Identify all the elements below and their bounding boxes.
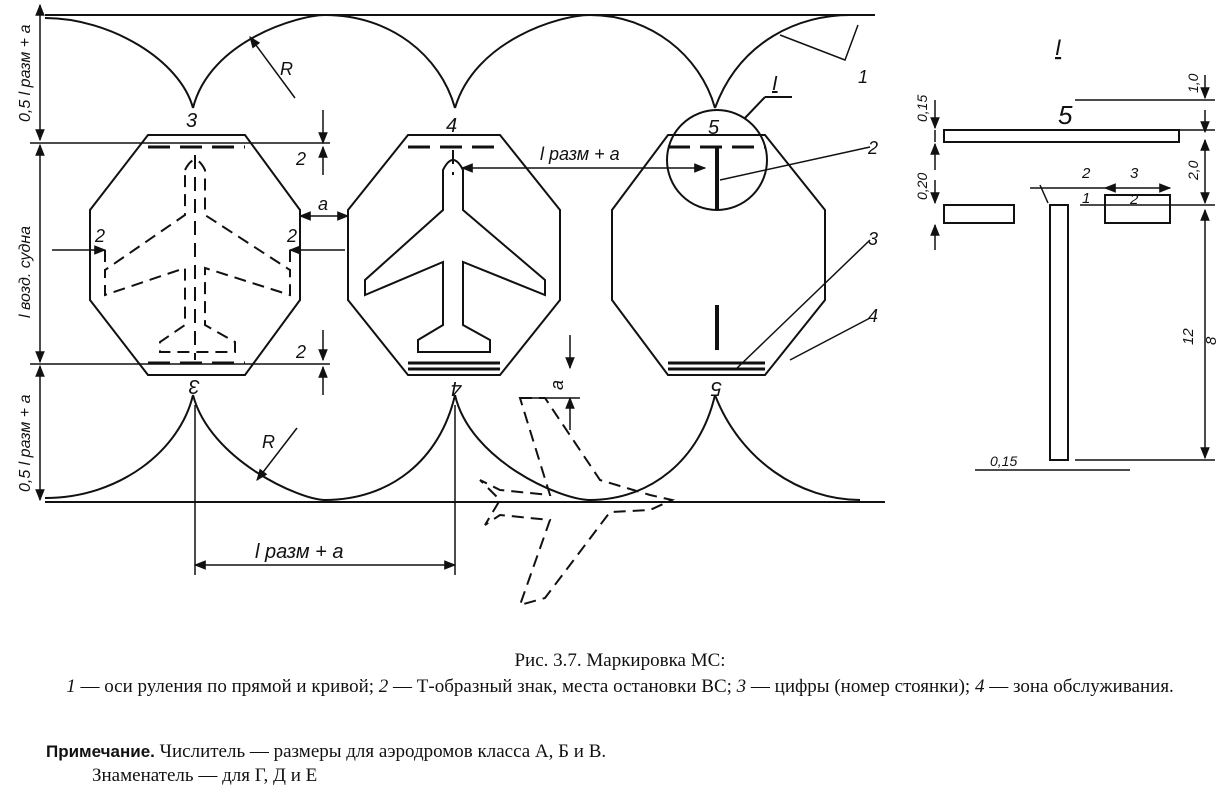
caption-text-2: — Т-образный знак, места остановки ВС; xyxy=(388,676,737,697)
detail-frac-2-den: 1 xyxy=(1082,190,1090,207)
detail-frac-12-num: 12 xyxy=(1180,328,1197,345)
detail-title: I xyxy=(1055,35,1061,60)
dim-l-plus-a-bottom: l разм + a xyxy=(255,541,344,563)
figure-caption-legend: 1 — оси руления по прямой и кривой; 2 — … xyxy=(40,676,1200,698)
dim-2-top: 2 xyxy=(295,149,306,169)
dim-2-left: 2 xyxy=(94,226,105,246)
detail-label-5: 5 xyxy=(1058,100,1073,130)
caption-text-3: — цифры (номер стоянки); xyxy=(746,676,975,697)
detail-dim-015-top: 0,15 xyxy=(914,95,930,122)
taxiing-aircraft xyxy=(479,397,676,607)
stand-number-3: 3 xyxy=(186,110,197,132)
callout-2: 2 xyxy=(867,138,878,158)
detail-frac-3-num: 3 xyxy=(1130,165,1139,182)
aircraft-solid xyxy=(364,159,546,353)
stop-lines xyxy=(148,145,765,371)
radius-label-top: R xyxy=(280,59,293,79)
stand-number-3-inverted: 3 xyxy=(189,375,200,397)
top-taxi-arcs xyxy=(44,13,851,109)
apron-marking-drawing: 3 4 5 3 4 5 1 2 3 4 I I R R a a 2 2 2 2 … xyxy=(17,3,1220,607)
detail-frac-2-num: 2 xyxy=(1081,165,1091,182)
service-zone-3 xyxy=(89,134,301,376)
dim-a-stop: a xyxy=(547,380,567,390)
caption-num-4: 4 xyxy=(974,676,985,697)
detail-dim-020: 0,20 xyxy=(914,173,930,200)
dim-l-aircraft: l возд. судна xyxy=(17,226,34,318)
aircraft-dashed xyxy=(104,159,291,353)
note-label: Примечание. xyxy=(46,742,155,761)
caption-num-2: 2 xyxy=(378,676,389,697)
detail-frac-12-den: 8 xyxy=(1203,336,1220,345)
dim-half-l-bottom: 0,5 l разм + a xyxy=(17,394,34,492)
stand-number-4-inverted: 4 xyxy=(451,377,462,399)
stand-number-4: 4 xyxy=(446,115,457,137)
caption-num-1: 1 xyxy=(66,676,76,697)
service-zone-5 xyxy=(611,134,826,376)
callout-1: 1 xyxy=(858,67,868,87)
caption-num-3: 3 xyxy=(736,676,747,697)
dim-a-gap: a xyxy=(318,194,328,214)
detail-frac-3-den: 2 xyxy=(1129,191,1139,208)
detail-dim-20: 2,0 xyxy=(1185,160,1201,181)
caption-text-1: — оси руления по прямой и кривой; xyxy=(75,676,379,697)
callout-4: 4 xyxy=(868,306,878,326)
callout-3: 3 xyxy=(868,229,878,249)
detail-view xyxy=(930,75,1215,471)
dim-2-bottom: 2 xyxy=(295,342,306,362)
note-line-1: Числитель — размеры для аэродромов класс… xyxy=(154,741,607,762)
dim-l-plus-a-top: l разм + a xyxy=(540,144,620,164)
detail-dim-015-bottom: 0,15 xyxy=(990,453,1017,469)
radius-label-bottom: R xyxy=(262,432,275,452)
note-line-2: Знаменатель — для Г, Д и Е xyxy=(92,765,318,786)
dim-2-right: 2 xyxy=(286,226,297,246)
detail-label: I xyxy=(772,73,778,95)
service-zone-4 xyxy=(347,134,561,376)
note-block: Примечание. Числитель — размеры для аэро… xyxy=(46,740,606,788)
detail-dim-10: 1,0 xyxy=(1185,73,1201,93)
figure-caption-title: Рис. 3.7. Маркировка МС: xyxy=(514,650,726,671)
stand-number-5: 5 xyxy=(708,117,720,139)
caption-text-4: — зона обслуживания. xyxy=(984,676,1174,697)
bottom-taxi-arcs xyxy=(44,394,861,502)
stand-number-5-inverted: 5 xyxy=(710,377,722,399)
dim-half-l-top: 0,5 l разм + a xyxy=(17,24,34,122)
